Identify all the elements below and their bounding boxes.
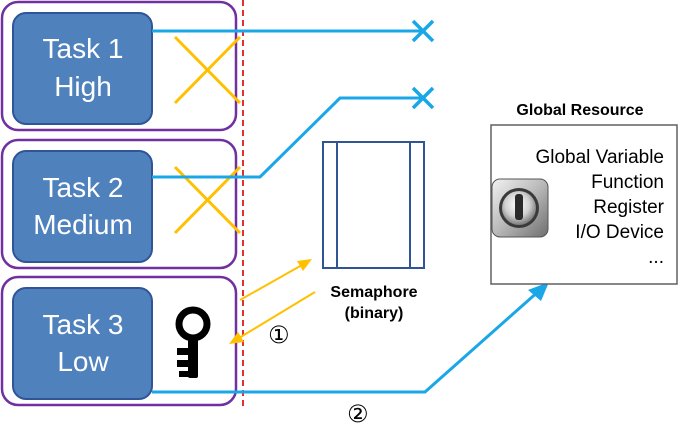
task-2-box [12,150,153,263]
task-3-path [152,288,541,394]
task-2-name: Task 2 [43,172,124,203]
task-1-box [12,12,153,125]
task-2-path [152,96,422,179]
resource-item-more: ... [648,247,664,268]
step-1-marker: ① [268,321,290,349]
resource-item-register: Register [593,197,664,218]
resource-item-io-device: I/O Device [575,222,664,243]
semaphore-box [322,141,425,269]
task-1: Task 1 High [0,0,238,132]
cross-icon [411,86,435,110]
task-3-path-arrowhead [528,282,549,301]
task-1-priority: High [54,71,112,102]
task-2-priority: Medium [33,209,133,240]
semaphore: Semaphore (binary) [322,141,425,322]
cross-icon [173,35,242,105]
resource-item-global-variable: Global Variable [535,147,664,168]
resource-item-function: Function [591,172,664,193]
cross-icon [411,19,435,43]
semaphore-exchange-arrows [229,259,316,344]
task-3-name: Task 3 [43,309,124,340]
task-3: Task 3 Low [0,275,238,407]
task-1-name: Task 1 [43,33,124,64]
key-icon [175,306,211,378]
step-2-marker: ② [347,400,369,428]
task-3-priority: Low [57,346,109,377]
semaphore-label: Semaphore [330,284,417,301]
task-3-box [12,287,153,400]
resource-title: Global Resource [516,102,643,119]
task-2: Task 2 Medium [0,138,238,270]
lock-icon [491,178,549,238]
semaphore-type-label: (binary) [345,305,404,322]
